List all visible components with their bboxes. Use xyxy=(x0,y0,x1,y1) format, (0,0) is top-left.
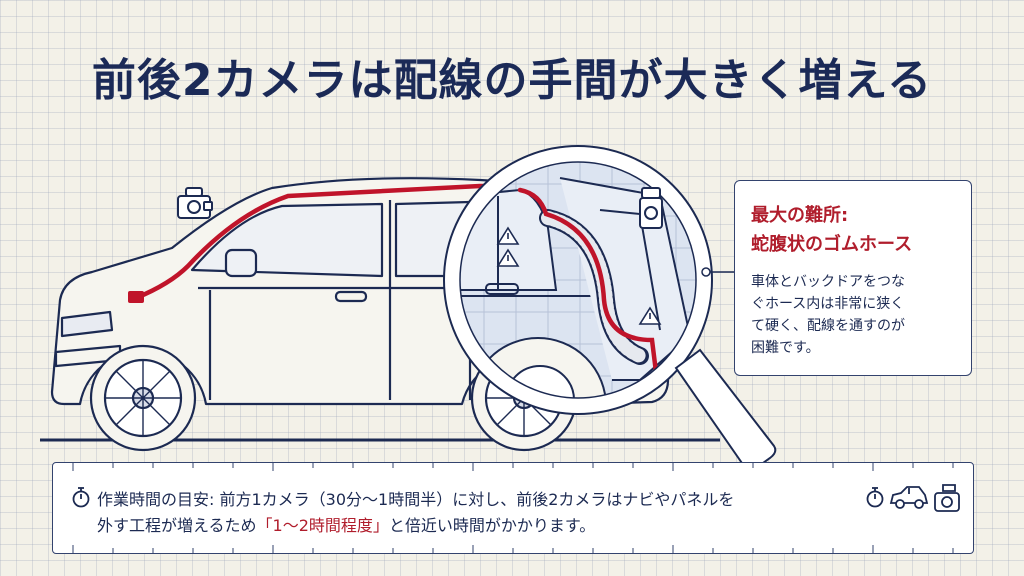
note-text-segment: と倍近い時間がかかります。 xyxy=(388,516,596,535)
callout-body-line: ぐホース内は非常に狭く xyxy=(751,296,905,312)
ruler-ticks-top xyxy=(72,463,954,471)
callout-body-line: 車体とバックドアをつな xyxy=(751,274,905,290)
callout-body: 車体とバックドアをつな ぐホース内は非常に狭く て硬く、配線を通すのが 困難です… xyxy=(751,271,957,359)
callout-box: 最大の難所: 蛇腹状のゴムホース 車体とバックドアをつな ぐホース内は非常に狭く… xyxy=(734,180,972,376)
note-box: 作業時間の目安: 前方1カメラ（30分～1時間半）に対し、前後2カメラはナビやパ… xyxy=(52,462,974,554)
callout-body-line: て硬く、配線を通すのが xyxy=(751,318,905,334)
note-text-segment: 外す工程が増えるため xyxy=(97,516,257,535)
stopwatch-icon xyxy=(866,487,884,508)
stopwatch-icon xyxy=(72,487,90,508)
front-camera-unit xyxy=(128,291,144,303)
page-title: 前後2カメラは配線の手間が大きく増える xyxy=(91,55,933,106)
callout-heading-line: 最大の難所: xyxy=(751,205,849,226)
callout-heading-line: 蛇腹状のゴムホース xyxy=(751,234,913,255)
note-line: 外す工程が増えるため「1～2時間程度」と倍近い時間がかかります。 xyxy=(97,513,877,539)
note-line: 作業時間の目安: 前方1カメラ（30分～1時間半）に対し、前後2カメラはナビやパ… xyxy=(97,490,735,509)
ruler-ticks-bottom xyxy=(72,545,954,553)
warning-icon xyxy=(638,306,662,325)
callout-body-line: 困難です。 xyxy=(751,340,820,356)
callout-heading: 最大の難所: 蛇腹状のゴムホース xyxy=(751,201,957,259)
camera-icon xyxy=(934,484,960,512)
car-icon xyxy=(889,486,929,509)
note-text: 作業時間の目安: 前方1カメラ（30分～1時間半）に対し、前後2カメラはナビやパ… xyxy=(97,487,877,539)
dashcam-icon xyxy=(177,187,213,219)
warning-icon xyxy=(496,248,520,267)
front-wheel xyxy=(89,344,197,452)
magnifying-glass-icon xyxy=(444,146,712,414)
highlight-duration: 「1～2時間程度」 xyxy=(256,516,389,535)
warning-icon xyxy=(496,226,520,245)
rear-camera-icon xyxy=(639,187,663,229)
